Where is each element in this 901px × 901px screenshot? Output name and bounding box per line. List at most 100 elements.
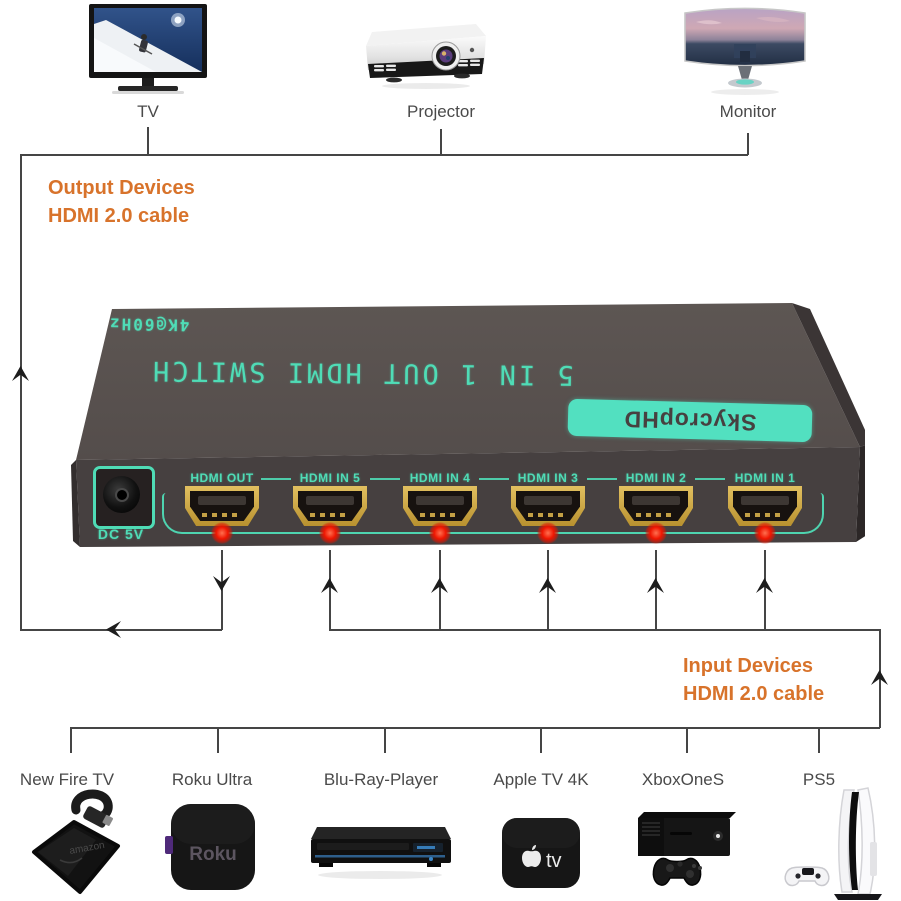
port-label-hdmi-in3: HDMI IN 3 [517, 471, 579, 485]
hdmi-in3-port [511, 486, 585, 526]
hdmi-in4-port [403, 486, 477, 526]
port-slot [306, 496, 354, 505]
fire-tv-illustration: amazon [32, 789, 120, 894]
port-pins [636, 513, 676, 517]
port-slot [524, 496, 572, 505]
hdmi-in2-port [619, 486, 693, 526]
port-slot [741, 496, 789, 505]
port-label-dash [370, 478, 400, 480]
label-projector: Projector [406, 102, 476, 121]
ps5-controller [784, 866, 830, 887]
connector-projector-drop [440, 129, 442, 155]
input-heading: Input Devices HDMI 2.0 cable [683, 652, 824, 708]
port-pins [528, 513, 568, 517]
input-heading-line2: HDMI 2.0 cable [683, 683, 825, 705]
blu-ray-illustration [311, 827, 451, 879]
tv-illustration [89, 4, 207, 94]
port-label-hdmi-out: HDMI OUT [190, 471, 254, 485]
input-heading-line1: Input Devices [683, 655, 814, 677]
port-slot [416, 496, 464, 505]
connector-input-bracket [70, 727, 880, 729]
port-pins [310, 513, 350, 517]
port-label-hdmi-in4: HDMI IN 4 [409, 471, 471, 485]
connector-firetv-drop [70, 727, 72, 753]
ps5-illustration [784, 787, 882, 900]
connector-in2-drop [655, 550, 657, 630]
brand-badge: SkycropHD [567, 398, 813, 443]
port-pins [745, 513, 785, 517]
brand-badge-text: SkycropHD [623, 406, 757, 436]
connector-input-bus [329, 629, 880, 631]
dc-power-port [93, 466, 155, 529]
switch-top-spec-text: 4K@60Hz [107, 314, 190, 335]
projector-illustration [366, 24, 486, 89]
port-label-dash [261, 478, 291, 480]
connector-tv-drop [147, 127, 149, 155]
port-slot [632, 496, 680, 505]
xbox-illustration [638, 812, 736, 886]
led-hdmi-out [211, 522, 233, 544]
xbox-image [628, 798, 740, 901]
dc-power-label: DC 5V [97, 526, 145, 542]
port-pins [420, 513, 460, 517]
apple-tv-illustration: tv [502, 818, 580, 888]
connector-xbox-drop [686, 727, 688, 753]
port-label-hdmi-in5: HDMI IN 5 [299, 471, 361, 485]
ps5-image [782, 784, 898, 901]
label-monitor: Monitor [719, 102, 777, 121]
hdmi-switch-device: 4K@60Hz 5 IN 1 OUT HDMI SWITCH SkycropHD… [70, 295, 871, 550]
port-label-hdmi-in2: HDMI IN 2 [625, 471, 687, 485]
apple-tv-brand-text: tv [546, 850, 562, 872]
output-heading-line2: HDMI 2.0 cable [48, 205, 190, 227]
label-ps5: PS5 [802, 770, 836, 789]
connector-in4-drop [439, 550, 441, 630]
connector-ps5-drop [818, 727, 820, 753]
connector-in1-drop [764, 550, 766, 630]
switch-top-title-text: 5 IN 1 OUT HDMI SWITCH [149, 354, 574, 391]
roku-brand-text: Roku [189, 844, 237, 865]
projector-image [358, 12, 494, 97]
apple-tv-image: tv [496, 806, 586, 901]
label-tv: TV [137, 102, 159, 121]
fire-tv-image: amazon [20, 788, 132, 901]
connector-roku-drop [217, 727, 219, 753]
port-label-dash [587, 478, 617, 480]
led-hdmi-in4 [429, 522, 451, 544]
tv-image [86, 4, 210, 105]
port-row-outline [162, 493, 824, 534]
label-blu-ray-player: Blu-Ray-Player [323, 770, 439, 789]
led-hdmi-in2 [645, 522, 667, 544]
connector-in5-drop [329, 550, 331, 630]
connector-appletv-drop [540, 727, 542, 753]
hdmi-in1-port [728, 486, 802, 526]
dc-pinhole [117, 490, 127, 500]
hdmi-in5-port [293, 486, 367, 526]
connector-output-left-rail [20, 154, 22, 630]
connector-in3-drop [547, 550, 549, 630]
hdmi-out-port [185, 486, 259, 526]
port-label-dash [479, 478, 509, 480]
port-pins [202, 513, 242, 517]
connector-output-bus [20, 154, 748, 156]
label-xboxones: XboxOneS [641, 770, 725, 789]
monitor-illustration [684, 7, 806, 95]
connector-out-horizontal [20, 629, 222, 631]
output-heading: Output Devices HDMI 2.0 cable [48, 174, 195, 230]
label-apple-tv-4k: Apple TV 4K [493, 770, 589, 789]
led-hdmi-in3 [537, 522, 559, 544]
output-heading-line1: Output Devices [48, 177, 195, 199]
roku-image: Roku [163, 798, 261, 901]
xbox-controller [652, 857, 702, 886]
connector-monitor-drop [747, 133, 749, 155]
label-new-fire-tv: New Fire TV [19, 770, 115, 789]
roku-illustration: Roku [165, 804, 255, 890]
led-hdmi-in5 [319, 522, 341, 544]
label-roku-ultra: Roku Ultra [171, 770, 253, 789]
port-label-dash [695, 478, 725, 480]
apple-logo [522, 845, 541, 867]
monitor-image [682, 4, 808, 103]
connector-bluray-drop [384, 727, 386, 753]
led-hdmi-in1 [754, 522, 776, 544]
port-label-hdmi-in1: HDMI IN 1 [734, 471, 796, 485]
